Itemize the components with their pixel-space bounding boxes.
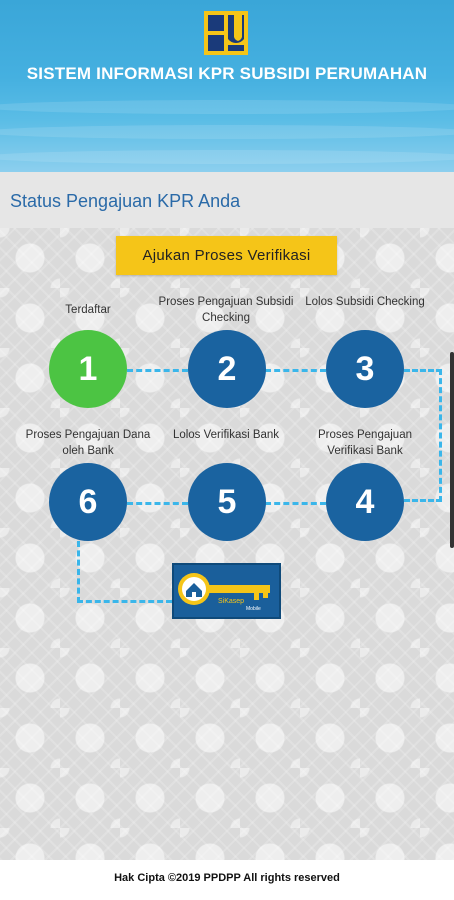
step-1-circle[interactable]: 1 bbox=[49, 330, 127, 408]
step-5-label: Lolos Verifikasi Bank bbox=[172, 429, 280, 441]
app-title: SISTEM INFORMASI KPR SUBSIDI PERUMAHAN bbox=[26, 64, 428, 83]
connector-2-3 bbox=[265, 369, 326, 372]
house-key-icon bbox=[178, 573, 270, 605]
sikasep-caption: SiKasep bbox=[218, 598, 245, 605]
step-4-circle[interactable]: 4 bbox=[326, 463, 404, 541]
step-1-label: Terdaftar bbox=[65, 304, 111, 316]
step-4-label: Proses Pengajuan Verifikasi Bank bbox=[318, 429, 412, 457]
scroll-indicator[interactable] bbox=[450, 352, 454, 548]
step-6-circle[interactable]: 6 bbox=[49, 463, 127, 541]
footer: Hak Cipta ©2019 PPDPP All rights reserve… bbox=[0, 860, 454, 900]
pupr-logo-icon bbox=[204, 11, 248, 55]
header-wave bbox=[0, 150, 454, 164]
connector-6-5 bbox=[127, 502, 188, 505]
connector-3-4 bbox=[404, 369, 442, 502]
app-header: SISTEM INFORMASI KPR SUBSIDI PERUMAHAN bbox=[0, 0, 454, 172]
sikasep-home-button[interactable]: SiKasep Mobile bbox=[172, 563, 281, 619]
step-6-label: Proses Pengajuan Dana oleh Bank bbox=[25, 429, 151, 457]
header-wave bbox=[0, 125, 454, 139]
sikasep-sub-caption: Mobile bbox=[246, 606, 261, 612]
connector-5-4 bbox=[265, 502, 326, 505]
step-3-circle[interactable]: 3 bbox=[326, 330, 404, 408]
status-section: Status Pengajuan KPR Anda bbox=[0, 172, 454, 228]
connector-6-home bbox=[77, 541, 172, 603]
step-2-circle[interactable]: 2 bbox=[188, 330, 266, 408]
step-3-label: Lolos Subsidi Checking bbox=[305, 296, 425, 308]
submit-verification-button[interactable]: Ajukan Proses Verifikasi bbox=[116, 236, 337, 275]
step-2-label: Proses Pengajuan Subsidi Checking bbox=[158, 296, 294, 324]
copyright-text: Hak Cipta ©2019 PPDPP All rights reserve… bbox=[114, 872, 340, 884]
step-5-circle[interactable]: 5 bbox=[188, 463, 266, 541]
header-wave bbox=[0, 100, 454, 114]
status-title: Status Pengajuan KPR Anda bbox=[10, 191, 241, 211]
connector-1-2 bbox=[127, 369, 188, 372]
